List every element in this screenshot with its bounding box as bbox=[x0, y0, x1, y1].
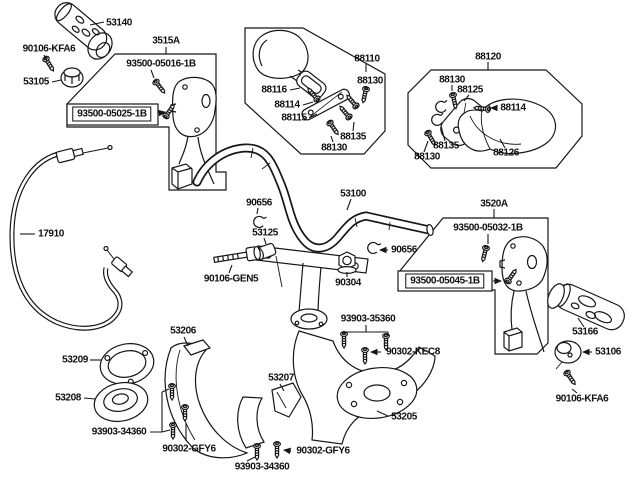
part-label-93500-05016-1b: 93500-05016-1B bbox=[126, 58, 196, 70]
part-label-93500-05025-1b: 93500-05025-1B bbox=[72, 106, 152, 122]
part-label-93903-34360: 93903-34360 bbox=[91, 426, 147, 438]
part-label-3515a: 3515A bbox=[152, 35, 180, 47]
part-label-88130: 88130 bbox=[321, 142, 347, 154]
assembly-box-88120 bbox=[407, 69, 583, 169]
part-17910-throttle-cable bbox=[9, 144, 134, 331]
part-label-88135: 88135 bbox=[340, 131, 366, 143]
part-label-88130: 88130 bbox=[414, 151, 440, 163]
part-53106-cap bbox=[554, 340, 582, 370]
part-label-90302-gfy6: 90302-GFY6 bbox=[296, 445, 350, 457]
part-53208-dish bbox=[93, 381, 149, 423]
part-label-88116: 88116 bbox=[261, 84, 287, 96]
part-label-53140: 53140 bbox=[106, 17, 132, 29]
part-label-53209: 53209 bbox=[62, 354, 88, 366]
part-53205-upper-cover bbox=[292, 330, 436, 445]
part-label-93500-05045-1b: 93500-05045-1B bbox=[405, 273, 485, 289]
part-88120-right-mirror bbox=[423, 91, 557, 155]
part-3520a-right-switch-housing bbox=[499, 236, 548, 353]
part-label-90302-kec8: 90302-KEC8 bbox=[386, 346, 440, 358]
part-53207-bracket bbox=[237, 382, 302, 449]
part-label-53166: 53166 bbox=[572, 326, 598, 338]
part-label-88126: 88126 bbox=[493, 147, 519, 159]
part-label-90304: 90304 bbox=[335, 277, 361, 289]
part-label-88115: 88115 bbox=[281, 112, 307, 124]
part-label-53125: 53125 bbox=[252, 227, 278, 239]
part-53100-handlebar bbox=[192, 143, 434, 253]
part-label-90302-gfy6: 90302-GFY6 bbox=[162, 443, 216, 455]
part-label-53106: 53106 bbox=[595, 346, 621, 358]
part-label-88110: 88110 bbox=[354, 53, 380, 65]
part-label-93903-35360: 93903-35360 bbox=[340, 313, 396, 325]
part-90304-nut bbox=[337, 251, 357, 275]
assembly-box-88110 bbox=[244, 27, 386, 155]
part-53166-right-grip bbox=[547, 283, 625, 331]
part-88110-left-mirror bbox=[252, 29, 371, 138]
part-label-90656: 90656 bbox=[246, 197, 272, 209]
part-label-90656: 90656 bbox=[391, 244, 417, 256]
part-label-90106-kfa6: 90106-KFA6 bbox=[555, 393, 609, 405]
part-label-88130: 88130 bbox=[439, 74, 465, 86]
part-label-88114: 88114 bbox=[274, 99, 300, 111]
part-90106-gen5-screw bbox=[213, 245, 261, 263]
part-label-93500-05032-1b: 93500-05032-1B bbox=[453, 222, 523, 234]
part-label-53100: 53100 bbox=[340, 188, 366, 200]
part-53105-cap bbox=[60, 67, 84, 88]
part-label-3520a: 3520A bbox=[480, 198, 508, 210]
part-label-53208: 53208 bbox=[55, 392, 81, 404]
part-label-90106-gen5: 90106-GEN5 bbox=[203, 273, 259, 285]
part-label-88125: 88125 bbox=[457, 84, 483, 96]
part-label-90106-kfa6: 90106-KFA6 bbox=[22, 43, 76, 55]
part-label-17910: 17910 bbox=[38, 228, 64, 240]
part-label-53206: 53206 bbox=[170, 325, 196, 337]
part-label-88120: 88120 bbox=[475, 51, 501, 63]
part-label-53205: 53205 bbox=[391, 411, 417, 423]
part-label-88114: 88114 bbox=[500, 102, 526, 114]
part-label-93903-34360: 93903-34360 bbox=[234, 461, 290, 473]
part-53140-left-grip bbox=[54, 2, 113, 60]
part-label-88135: 88135 bbox=[433, 140, 459, 152]
leader-lines bbox=[20, 21, 592, 462]
part-label-53207: 53207 bbox=[268, 372, 294, 384]
part-label-88130: 88130 bbox=[357, 75, 383, 87]
part-label-53105: 53105 bbox=[23, 76, 49, 88]
